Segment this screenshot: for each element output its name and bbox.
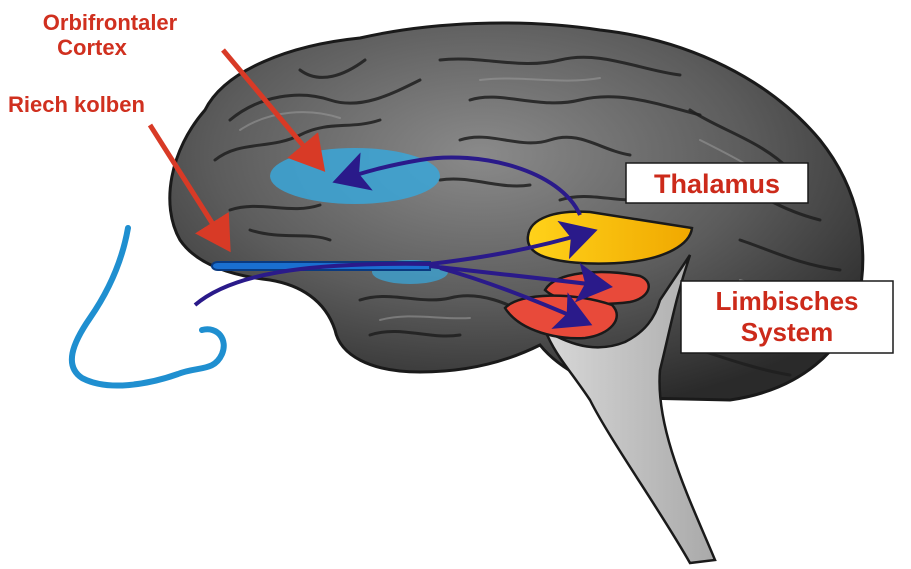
orbitofrontal-cortex-label-line1: Orbifrontaler xyxy=(43,10,178,35)
limbic-system-label-line2: System xyxy=(741,317,834,347)
limbic-system-label-line1: Limbisches xyxy=(715,286,858,316)
orbitofrontal-cortex-label-line2: Cortex xyxy=(57,35,127,60)
thalamus-label-box: Thalamus xyxy=(626,163,808,203)
olfactory-bulb-label: Riech kolben xyxy=(8,92,145,117)
thalamus-label: Thalamus xyxy=(654,169,780,199)
limbic-system-label-box: Limbisches System xyxy=(681,281,893,353)
